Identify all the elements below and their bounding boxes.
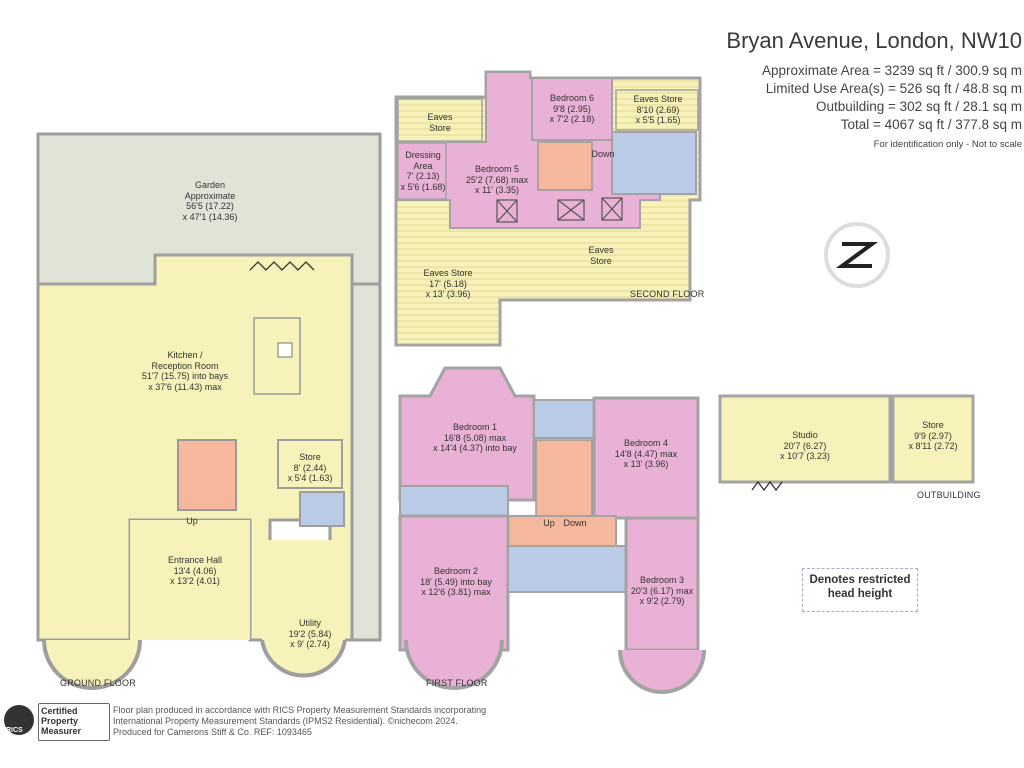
- ff-bay-left: [404, 639, 504, 690]
- sf-bath: [611, 131, 697, 195]
- gf-wc: [299, 491, 345, 527]
- rics-logo-icon: [4, 705, 34, 735]
- gf-stairs: [177, 439, 237, 511]
- ground-floor: [36, 132, 382, 690]
- utility-room: [262, 540, 345, 640]
- bedroom-6: [531, 77, 613, 141]
- ff-stairs-up: Up: [543, 518, 555, 528]
- limited-use-area: Limited Use Area(s) = 526 sq ft / 48.8 s…: [765, 81, 1022, 96]
- sf-stairs-down: Down: [591, 149, 615, 159]
- store-outbuilding: [891, 394, 975, 484]
- first-floor: [398, 366, 706, 694]
- bedroom-2: [398, 514, 510, 652]
- total-area: Total = 4067 sq ft / 377.8 sq m: [840, 117, 1022, 132]
- address-title: Bryan Avenue, London, NW10: [726, 28, 1022, 53]
- ff-wc: [533, 399, 595, 439]
- badge-frame: [38, 703, 110, 741]
- dressing-area: [397, 142, 447, 200]
- outbuilding-label: OUTBUILDING: [917, 490, 981, 500]
- garden-side-strip: [350, 282, 382, 642]
- studio-doors: [751, 480, 783, 492]
- eaves-store-a: [397, 98, 483, 142]
- kitchen-island: [253, 317, 301, 395]
- second-floor: [394, 70, 702, 347]
- second-floor-label: SECOND FLOOR: [630, 289, 705, 299]
- footer-line-2: International Property Measurement Stand…: [113, 716, 458, 726]
- first-floor-label: FIRST FLOOR: [426, 678, 488, 688]
- entrance-hall: [130, 520, 250, 640]
- ff-bathroom: [507, 545, 627, 593]
- studio: [718, 394, 892, 484]
- sf-stairs: [537, 141, 593, 191]
- ground-bay-left: [42, 639, 142, 690]
- footer-line-1: Floor plan produced in accordance with R…: [113, 705, 487, 715]
- gf-stairs-up: Up: [186, 516, 198, 526]
- outbuilding: [718, 394, 975, 492]
- store-gf: [277, 439, 343, 489]
- ff-bay-right: [618, 649, 706, 694]
- eaves-store-b: [615, 89, 699, 131]
- identification-note: For identification only - Not to scale: [873, 139, 1022, 150]
- outbuilding-area: Outbuilding = 302 sq ft / 28.1 sq m: [815, 99, 1022, 114]
- rics-brand: RICS: [6, 727, 23, 734]
- ff-ensuite: [399, 485, 509, 517]
- ff-stairs-down: Down: [563, 518, 587, 528]
- ground-bay-right: [260, 639, 347, 678]
- hob: [277, 342, 293, 358]
- footer-line-3: Produced for Camerons Stiff & Co. REF: 1…: [113, 727, 312, 737]
- bedroom-4: [592, 396, 700, 520]
- roof-windows: [496, 197, 623, 223]
- approximate-area: Approximate Area = 3239 sq ft / 300.9 sq…: [761, 63, 1022, 78]
- bifold-doors: [249, 261, 315, 271]
- north-arrow-icon: [824, 222, 890, 288]
- ff-stairs: [535, 439, 593, 517]
- ground-floor-label: GROUND FLOOR: [60, 678, 136, 688]
